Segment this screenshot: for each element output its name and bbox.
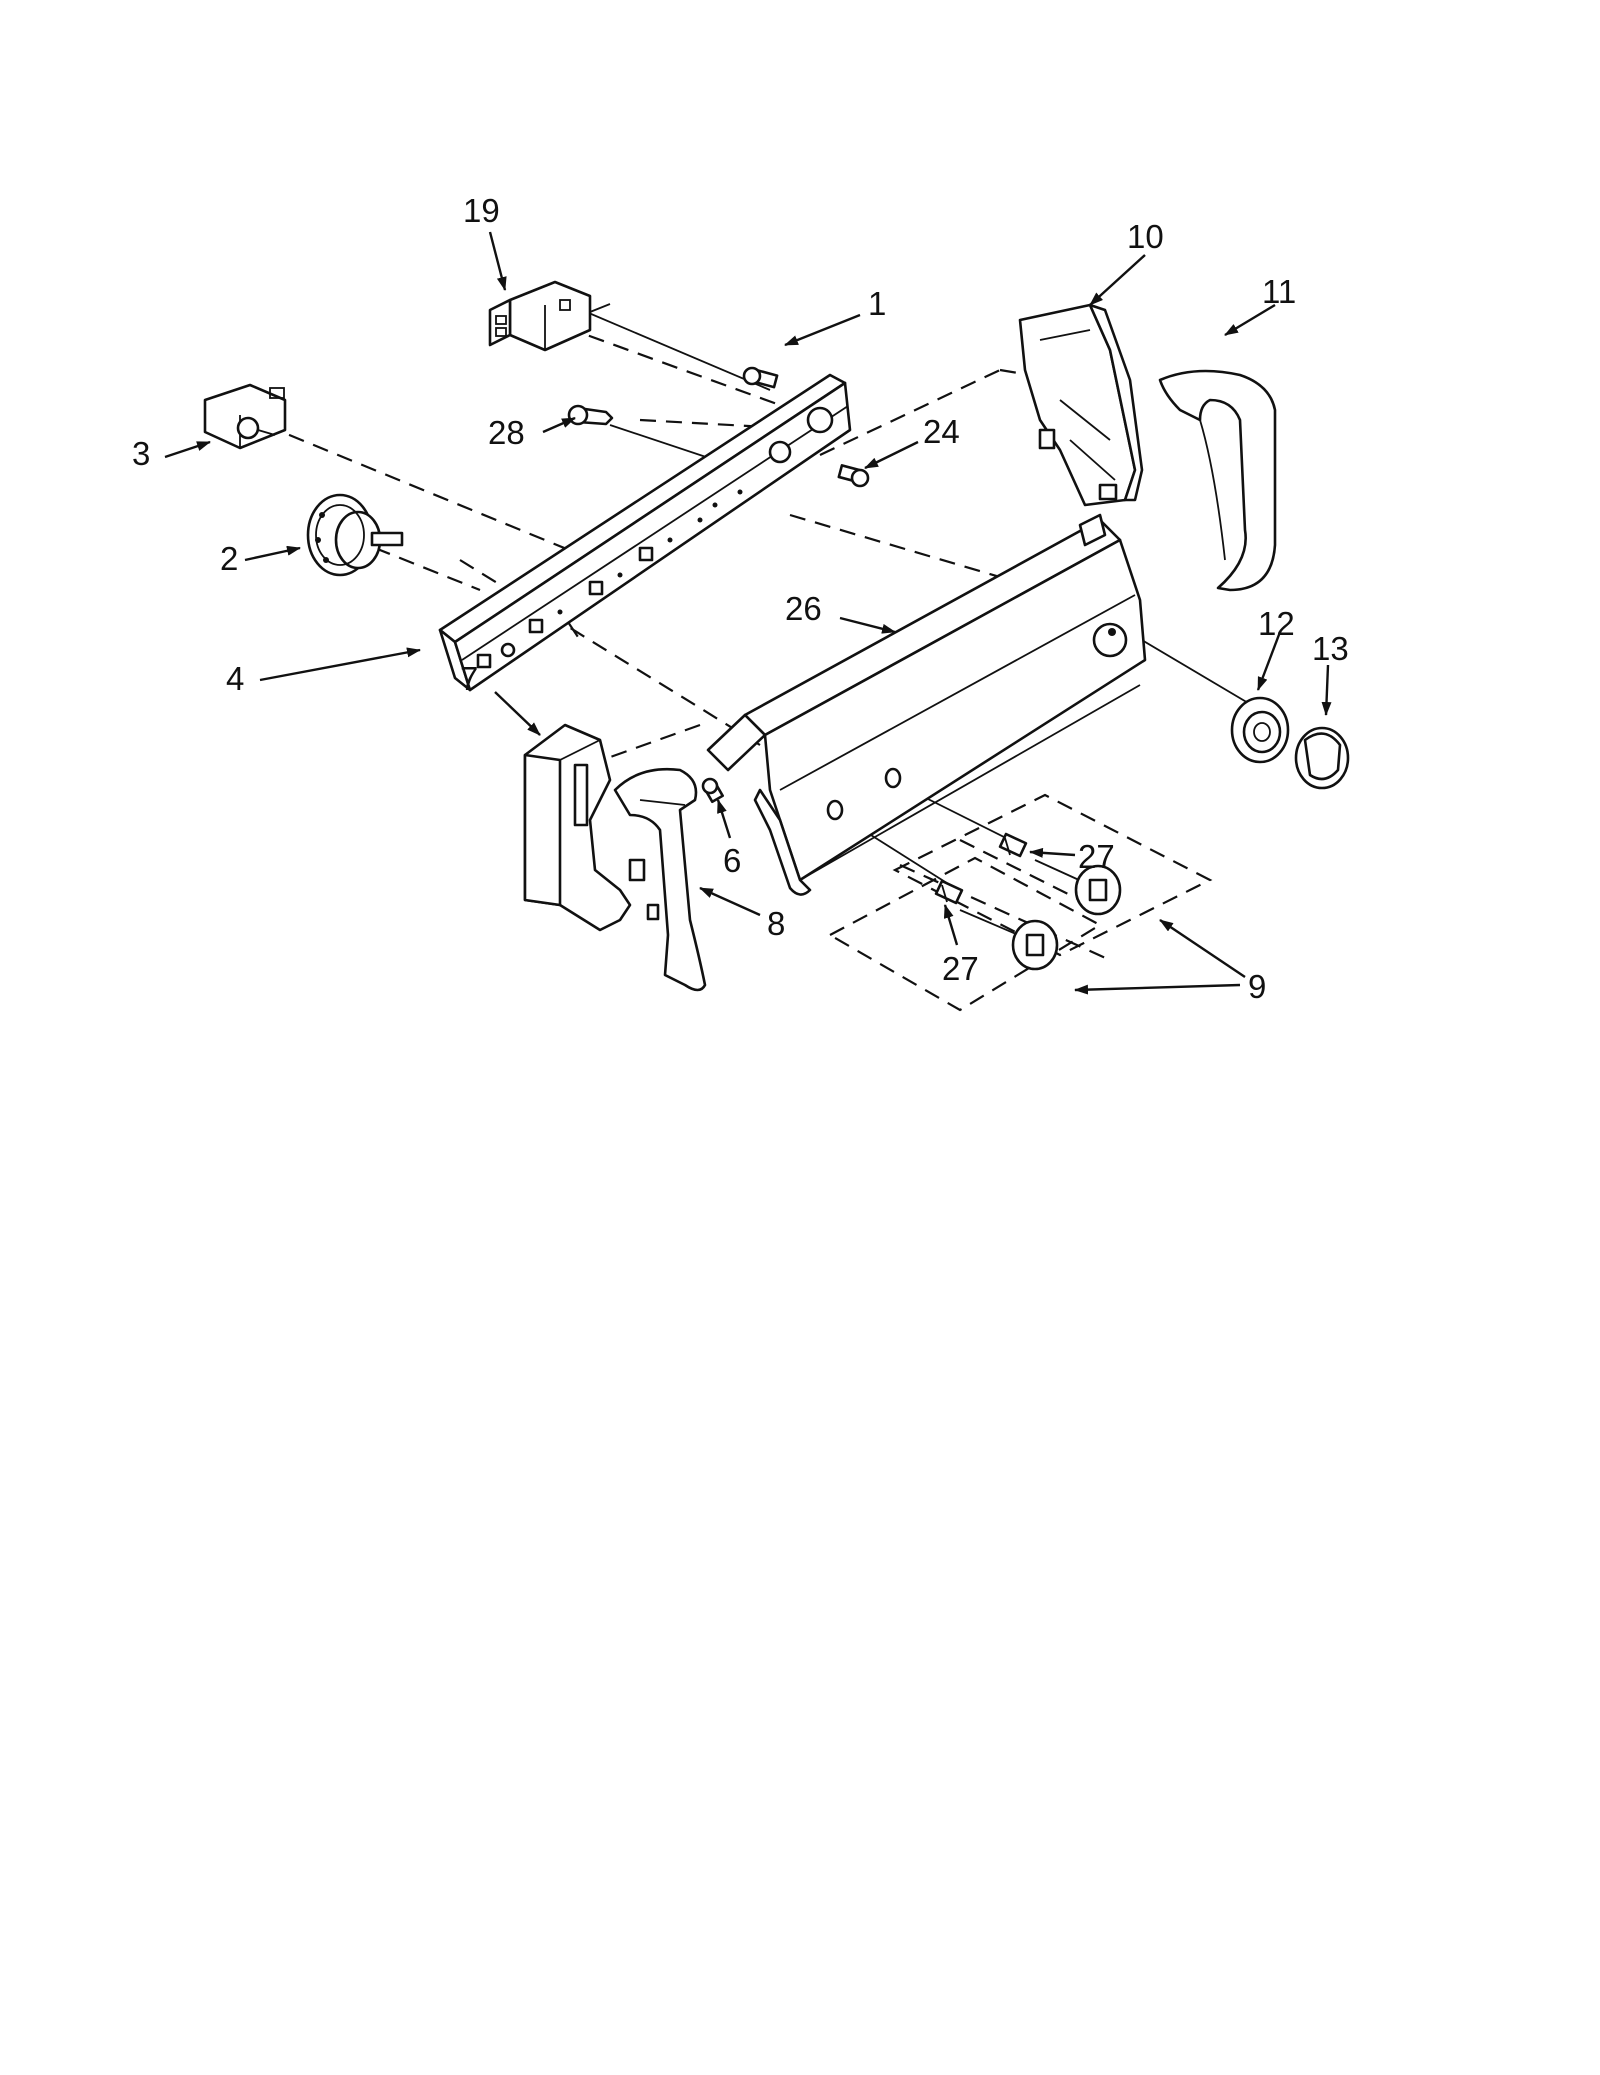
part-1-screw — [742, 366, 779, 389]
part-4-control-bracket — [438, 373, 852, 692]
part-26-console-panel — [706, 513, 1147, 896]
label-10: 10 — [1127, 218, 1164, 255]
label-8: 8 — [767, 905, 785, 942]
label-7: 7 — [460, 660, 478, 697]
part-11-trim-right — [1158, 369, 1277, 592]
label-26: 26 — [785, 590, 822, 627]
part-13-knob — [1294, 726, 1350, 790]
part-3-switch — [203, 383, 287, 450]
part-7-end-cap-left — [523, 723, 646, 932]
label-11: 11 — [1262, 273, 1296, 310]
part-24-screw — [837, 464, 870, 488]
label-1: 1 — [868, 285, 886, 322]
label-6: 6 — [723, 842, 741, 879]
part-10-end-cap-right — [1018, 303, 1144, 507]
part-19-control-module — [488, 280, 611, 352]
part-2-rotary-switch — [306, 493, 404, 577]
part-28-screw — [567, 404, 614, 426]
label-3: 3 — [132, 435, 150, 472]
label-27-lower: 27 — [942, 950, 979, 987]
label-12: 12 — [1258, 605, 1295, 642]
label-19: 19 — [463, 192, 500, 229]
part-27-fitting-lower — [934, 879, 964, 905]
part-9-knob-upper — [1074, 864, 1122, 916]
label-27-upper: 27 — [1078, 838, 1115, 875]
label-24: 24 — [923, 413, 960, 450]
part-6-screw — [701, 777, 724, 804]
part-12-knob-skirt — [1230, 696, 1290, 764]
part-9-knob-lower — [1011, 919, 1059, 971]
label-4: 4 — [226, 660, 244, 697]
label-2: 2 — [220, 540, 238, 577]
part-8-trim-left — [613, 767, 707, 992]
label-9: 9 — [1248, 968, 1266, 1005]
label-13: 13 — [1312, 630, 1349, 667]
label-28: 28 — [488, 414, 525, 451]
leader-arrows — [164, 231, 1332, 995]
part-27-fitting-upper — [998, 832, 1028, 858]
